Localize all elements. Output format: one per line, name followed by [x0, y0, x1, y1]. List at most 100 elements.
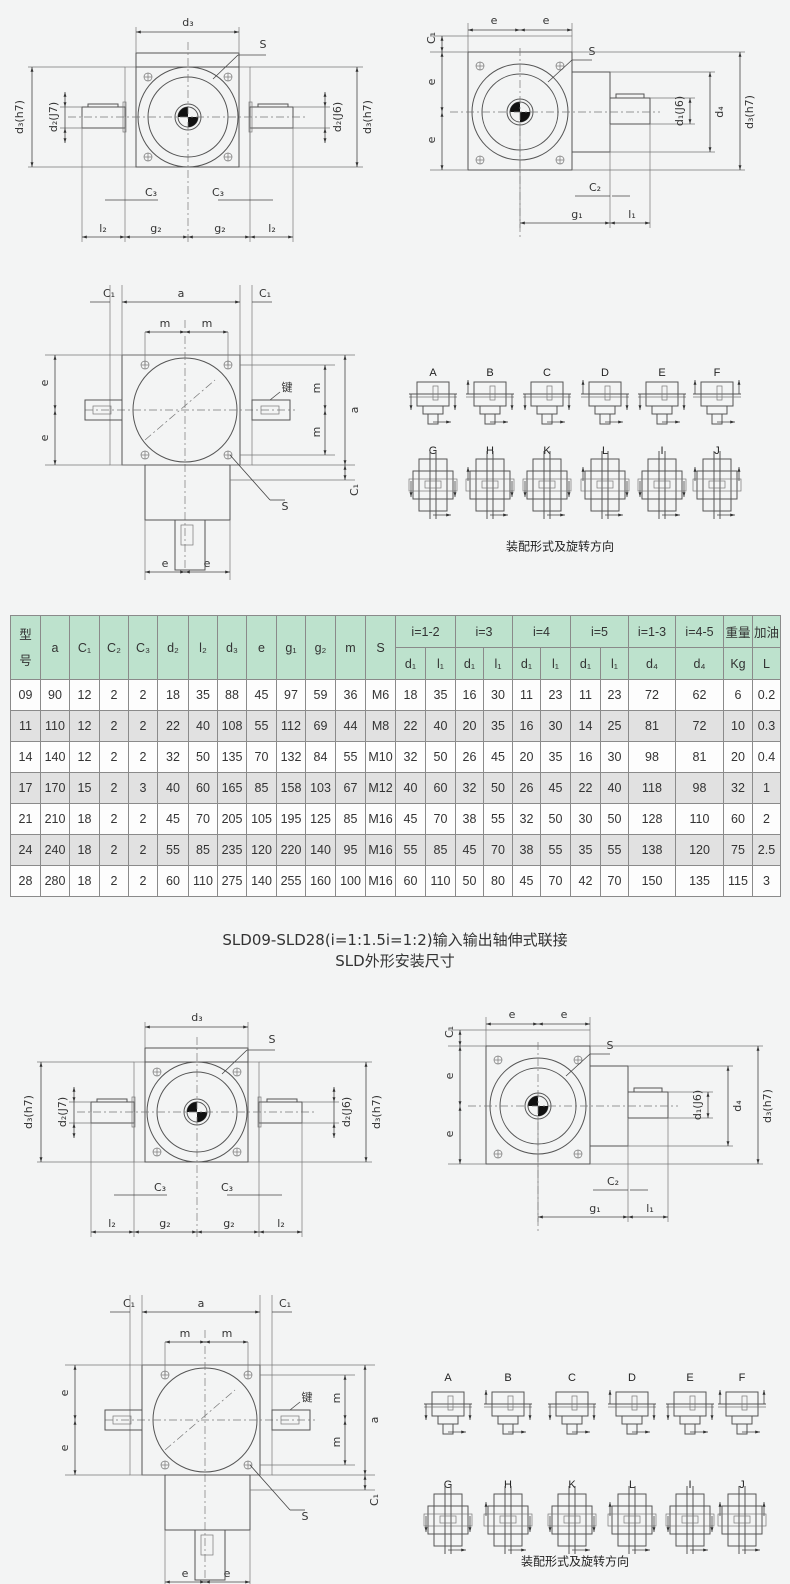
- drawing-outline: [427, 413, 439, 425]
- header-subcell: d₄: [628, 647, 676, 680]
- table-cell: 18: [69, 834, 100, 866]
- table-cell: 32: [395, 741, 426, 773]
- dimension-label: l₁: [628, 208, 635, 221]
- form-label: H: [486, 445, 494, 457]
- drawing-outline: [647, 458, 677, 512]
- form-label: F: [714, 367, 721, 379]
- dimension-label: e: [38, 434, 51, 441]
- table-cell: 69: [305, 710, 336, 742]
- dimension-label: C₃: [221, 1181, 233, 1194]
- drawing-outline: [174, 519, 206, 571]
- drawing-outline: [689, 1395, 696, 1411]
- drawing-line: [229, 454, 271, 501]
- drawing-outline: [604, 385, 611, 401]
- table-cell: M12: [365, 772, 396, 804]
- dimension-label: d₃(h7): [361, 100, 374, 134]
- drawing-outline: [260, 405, 280, 415]
- table-cell: 72: [675, 710, 724, 742]
- drawing-outline: [741, 1395, 748, 1411]
- form-label: J: [714, 445, 720, 457]
- dimension-label: l₂: [99, 222, 106, 235]
- mounting-form-icon: [666, 1391, 714, 1435]
- drawing-outline: [469, 470, 511, 500]
- table-cell: 85: [425, 834, 456, 866]
- table-cell: 11: [570, 679, 601, 711]
- drawing-outline: [479, 405, 501, 415]
- drawing-outline: [641, 470, 683, 500]
- drawing-outline: [437, 1415, 459, 1425]
- dimension-label: e: [58, 1444, 71, 1451]
- drawing-outline: [708, 480, 726, 489]
- table-cell: 95: [335, 834, 366, 866]
- forms-caption: 装配形式及旋转方向: [521, 1554, 629, 1569]
- table-cell: 112: [276, 710, 306, 742]
- table-cell: 20: [723, 741, 753, 773]
- dimension-label: g₂: [223, 1217, 234, 1230]
- section-subtitle: SLD外形安装尺寸: [335, 952, 455, 970]
- table-cell: 20: [455, 710, 484, 742]
- table-cell: M16: [365, 865, 396, 897]
- drawing-outline: [92, 405, 112, 415]
- header-model: 型号: [10, 615, 41, 680]
- drawing-outline: [439, 1515, 457, 1524]
- table-cell: 0.4: [752, 741, 781, 773]
- table-cell: 50: [455, 865, 484, 897]
- table-cell: 118: [628, 772, 676, 804]
- table-cell: 2: [99, 710, 129, 742]
- table-cell: 2: [752, 803, 781, 835]
- header-subcell: l₁: [540, 647, 571, 680]
- drawing-line: [221, 1049, 248, 1075]
- drawing-outline: [499, 1515, 517, 1524]
- table-cell: 26: [455, 741, 484, 773]
- drawing-outline: [596, 480, 614, 489]
- header-model-text: 型号: [19, 627, 32, 668]
- drawing-outline: [502, 1423, 514, 1435]
- table-cell: 55: [335, 741, 366, 773]
- dimension-label: C₁: [259, 287, 271, 300]
- table-cell: 14: [570, 710, 601, 742]
- drawing-outline: [571, 1395, 578, 1411]
- drawing-outline: [727, 1493, 757, 1547]
- drawing-outline: [271, 1409, 311, 1431]
- header-subcell: l₁: [483, 647, 513, 680]
- drawing-outline: [427, 1505, 469, 1535]
- dimension-label: l₁: [646, 1202, 653, 1215]
- s-label: S: [269, 1033, 276, 1046]
- dimension-label: e: [561, 1008, 568, 1021]
- table-cell: 15: [69, 772, 100, 804]
- table-cell: 35: [188, 679, 218, 711]
- form-label: H: [504, 1479, 512, 1491]
- table-cell: 97: [276, 679, 306, 711]
- table-cell: 2: [99, 741, 129, 773]
- table-cell: 22: [570, 772, 601, 804]
- table-cell: 22: [157, 710, 189, 742]
- dimension-label: C₁: [103, 287, 115, 300]
- form-label: L: [629, 1479, 635, 1491]
- table-cell: 120: [246, 834, 277, 866]
- table-cell: 45: [246, 679, 277, 711]
- dimension-label: C₂: [607, 1175, 619, 1188]
- table-cell: 140: [40, 741, 70, 773]
- model-cell: 11: [10, 710, 41, 742]
- header-group: i=5: [570, 615, 629, 648]
- table-cell: 40: [600, 772, 629, 804]
- drawing-outline: [104, 1409, 143, 1431]
- table-cell: 80: [483, 865, 513, 897]
- form-label: D: [601, 367, 609, 379]
- drawing-outline: [651, 405, 673, 415]
- form-label: I: [660, 445, 663, 457]
- table-cell: 2: [99, 803, 129, 835]
- table-cell: 140: [246, 865, 277, 897]
- table-cell: 60: [395, 865, 426, 897]
- drawing-outline: [433, 1493, 463, 1547]
- dimension-label: g₂: [159, 1217, 170, 1230]
- dimension-label: C₁: [368, 1494, 381, 1506]
- table-cell: 85: [335, 803, 366, 835]
- table-cell: 81: [675, 741, 724, 773]
- form-label: J: [739, 1479, 745, 1491]
- table-cell: 2: [99, 772, 129, 804]
- mounting-form-icon: [580, 451, 630, 519]
- table-cell: 6: [723, 679, 753, 711]
